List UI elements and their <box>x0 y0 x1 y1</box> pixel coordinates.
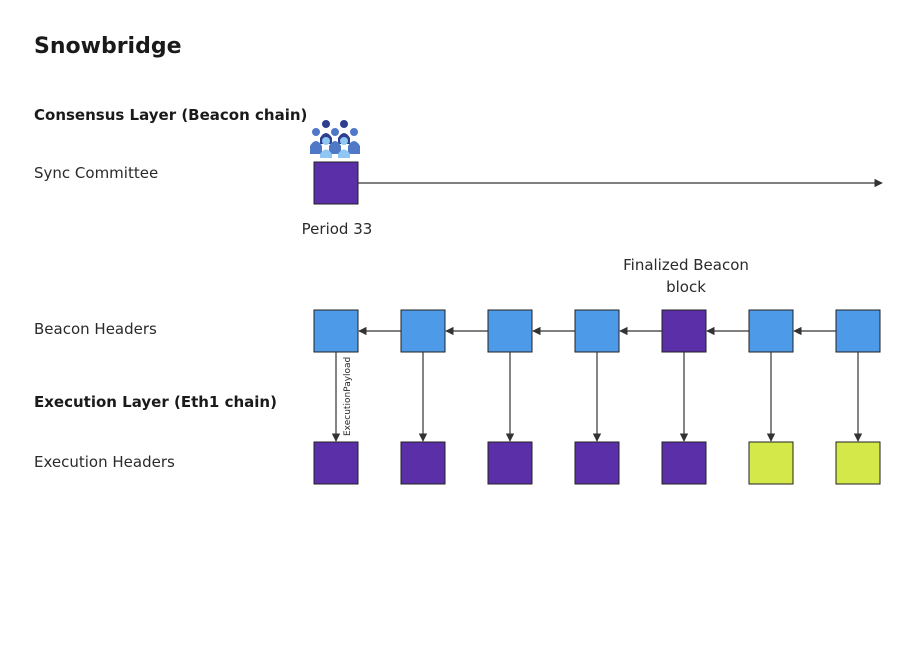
execution-header-block <box>661 441 707 485</box>
execution-headers-label: Execution Headers <box>34 453 175 471</box>
execution-header-block <box>313 441 359 485</box>
pending-execution-header-block <box>835 441 881 485</box>
beacon-header-block <box>400 309 446 353</box>
execution-layer-heading: Execution Layer (Eth1 chain) <box>34 393 277 411</box>
people-group-icon <box>310 120 360 158</box>
beacon-header-block <box>313 309 359 353</box>
sync-committee-period-block <box>313 161 359 205</box>
execution-header-block <box>487 441 533 485</box>
beacon-headers-label: Beacon Headers <box>34 320 157 338</box>
finalized-beacon-block <box>661 309 707 353</box>
sync-committee-label: Sync Committee <box>34 164 159 182</box>
beacon-header-block <box>748 309 794 353</box>
finalized-beacon-label: Finalized Beacon block <box>623 256 749 296</box>
execution-header-block <box>400 441 446 485</box>
execution-header-block <box>574 441 620 485</box>
pending-execution-header-block <box>748 441 794 485</box>
beacon-header-block <box>574 309 620 353</box>
period-label: Period 33 <box>301 220 373 238</box>
beacon-header-block <box>487 309 533 353</box>
page-title: Snowbridge <box>34 34 182 59</box>
beacon-header-block <box>835 309 881 353</box>
execution-payload-label: ExecutionPayload <box>343 357 353 436</box>
consensus-layer-heading: Consensus Layer (Beacon chain) <box>34 106 308 124</box>
